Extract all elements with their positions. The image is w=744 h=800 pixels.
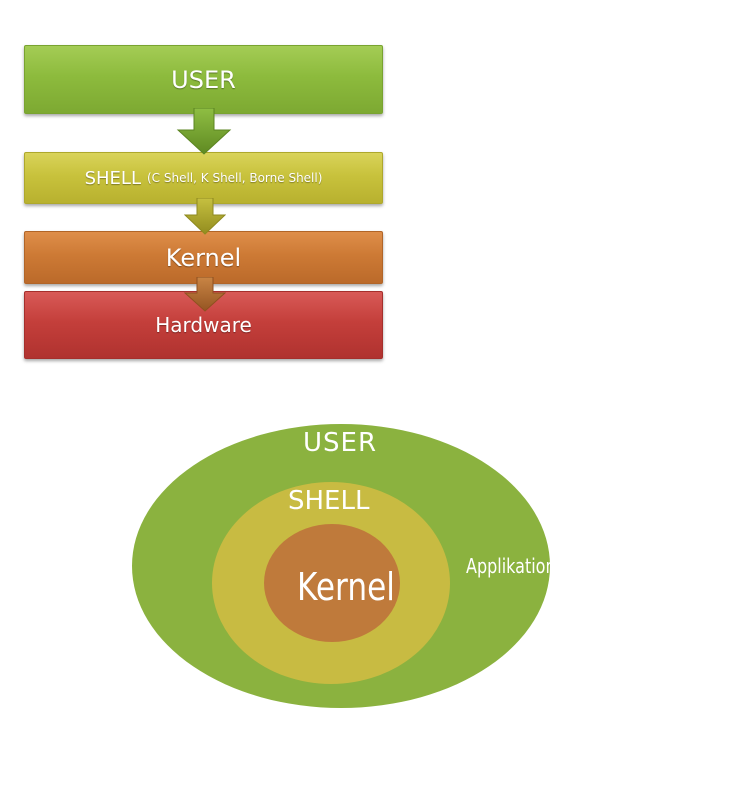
kernel-layer-label: Kernel <box>165 243 242 272</box>
ring-kernel-label: Kernel <box>297 565 395 609</box>
shell-layer-label: SHELL <box>84 167 141 189</box>
arrow-down-icon <box>176 108 232 155</box>
kernel-layer-bar: Kernel <box>24 231 383 284</box>
arrow-down-icon <box>184 277 226 312</box>
arrow-down-icon <box>184 198 226 235</box>
ring-user-label: USER <box>303 428 378 458</box>
kernel-core <box>264 524 400 642</box>
ring-application-label: Applikation <box>466 554 556 578</box>
shell-layer-bar: SHELL (C Shell, K Shell, Borne Shell) <box>24 152 383 204</box>
hardware-layer-label: Hardware <box>155 313 252 337</box>
user-layer-bar: USER <box>24 45 383 114</box>
shell-layer-sublabel: (C Shell, K Shell, Borne Shell) <box>146 171 323 185</box>
ring-shell-label: SHELL <box>288 486 370 516</box>
user-layer-label: USER <box>171 65 236 94</box>
